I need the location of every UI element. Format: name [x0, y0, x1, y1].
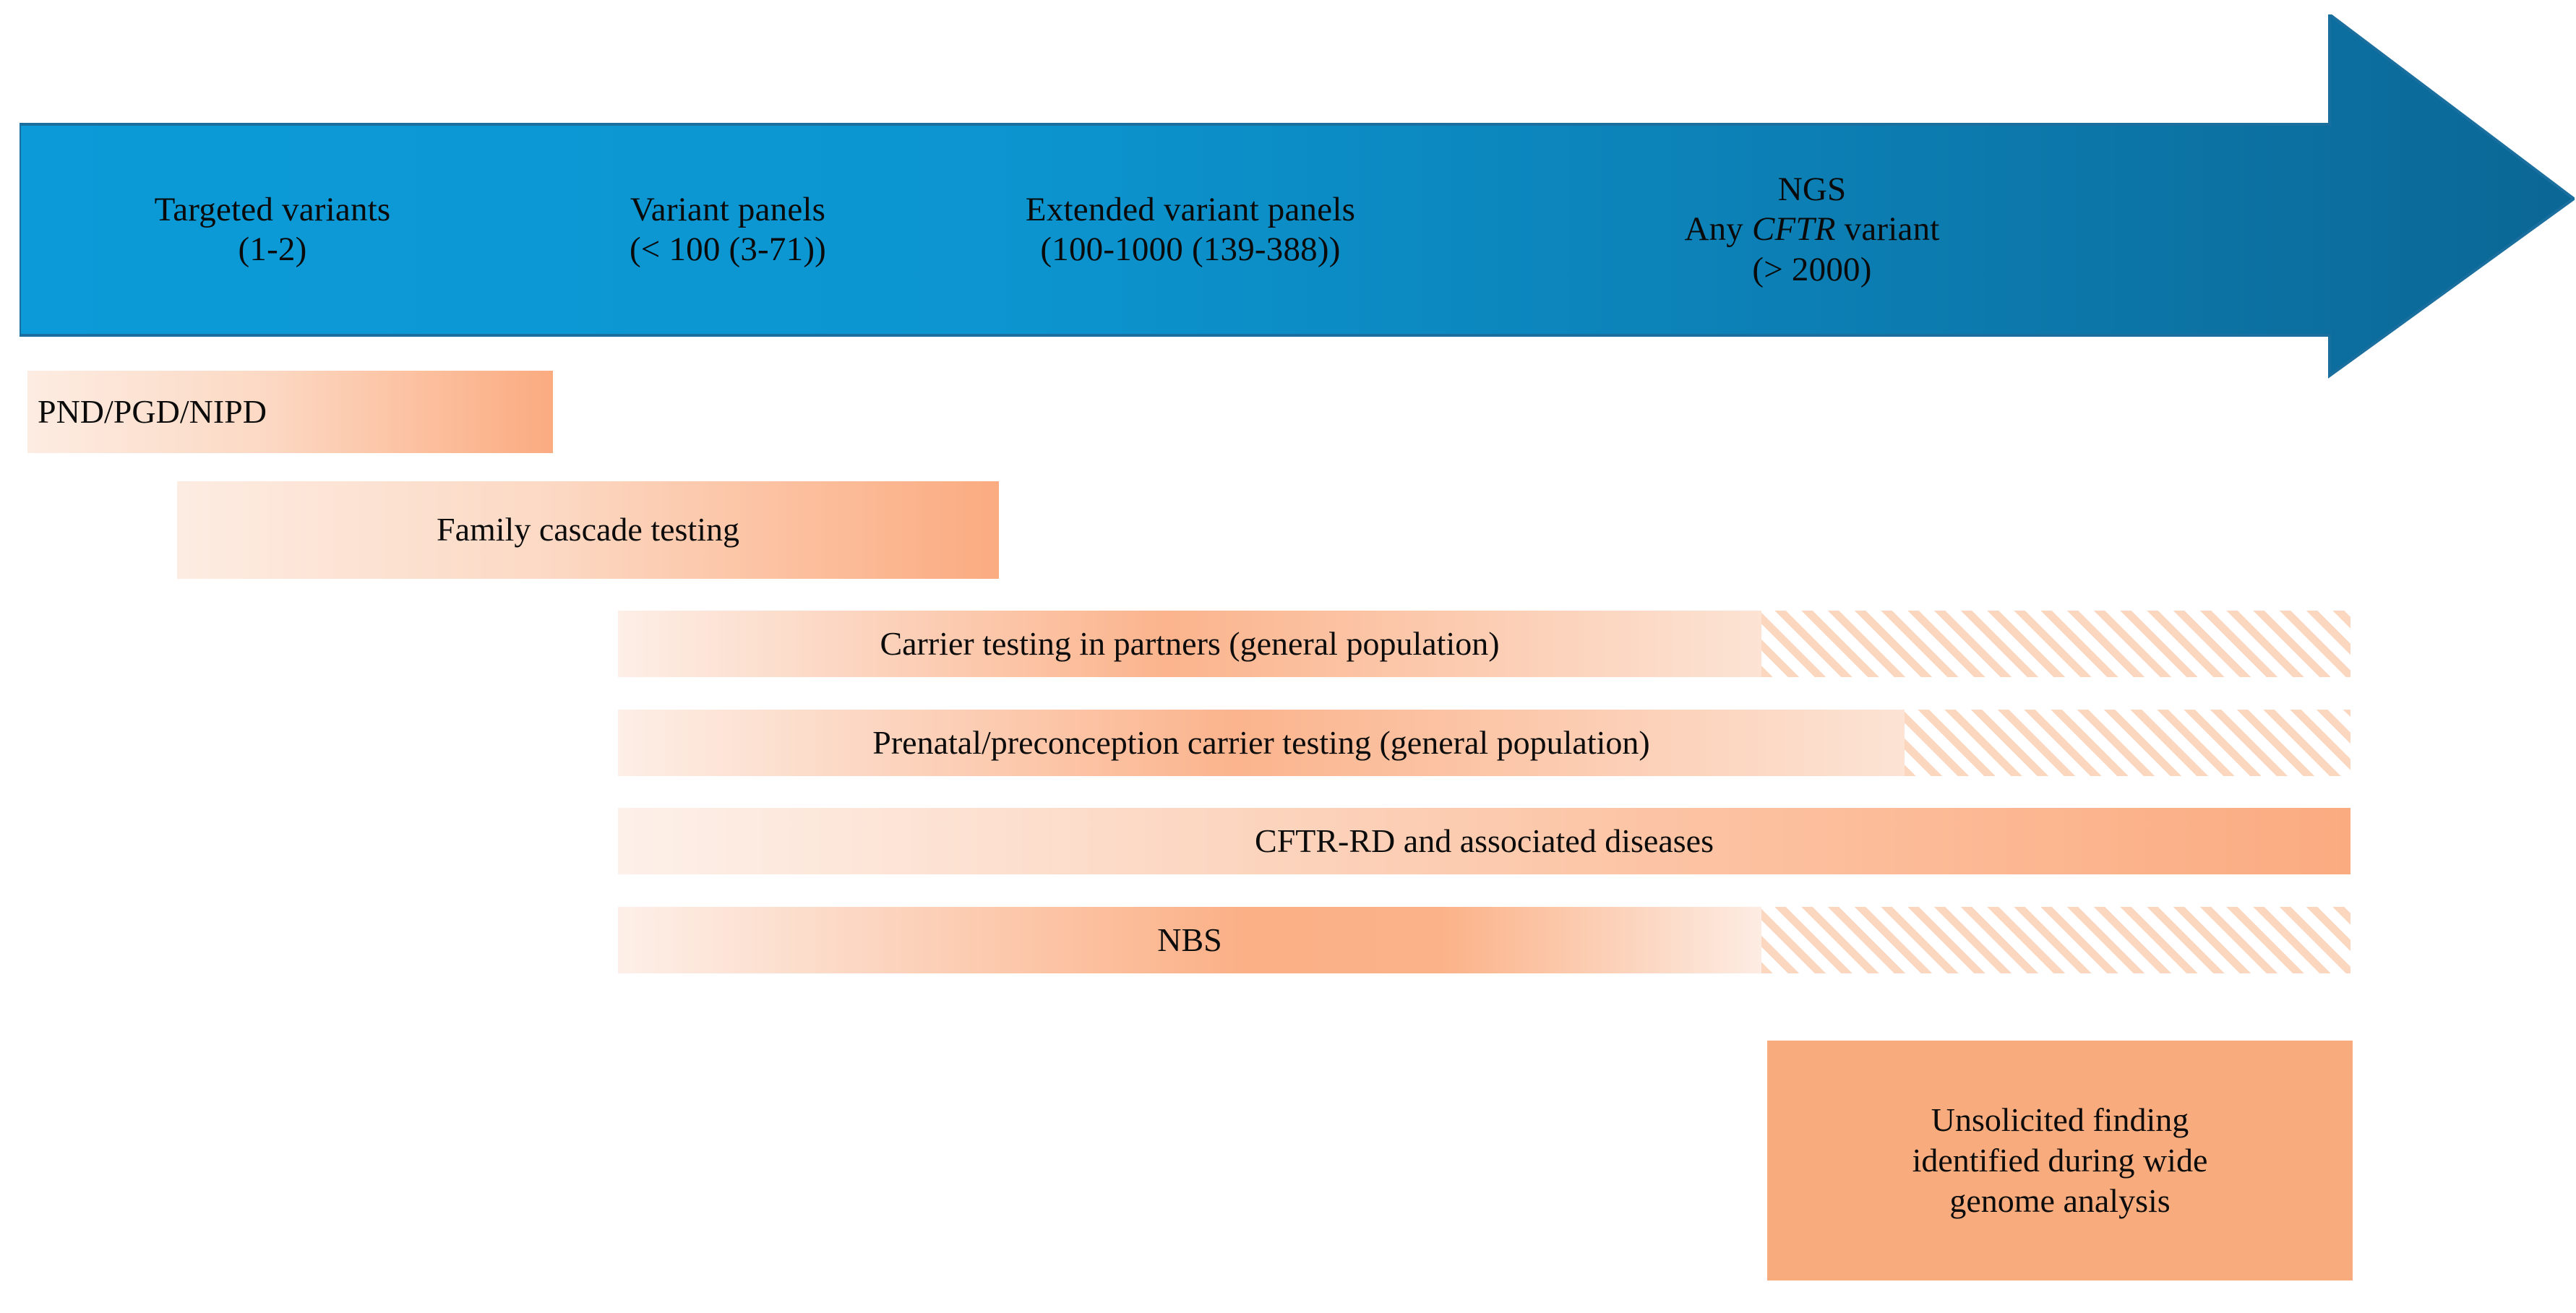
bar-solid-segment: Family cascade testing: [177, 481, 999, 579]
coverage-bar-cftr-rd-and-associated-diseases: CFTR-RD and associated diseases: [618, 808, 2350, 874]
coverage-bar-prenatal-preconception-carrier-testing: Prenatal/preconception carrier testing (…: [618, 710, 2350, 776]
arrow-polygon: [20, 14, 2575, 379]
bar-solid-segment: Carrier testing in partners (general pop…: [618, 611, 1761, 677]
bar-label-line-2: identified during wide: [1912, 1141, 2208, 1179]
coverage-bar-unsolicited-finding: Unsolicited finding identified during wi…: [1767, 1041, 2353, 1280]
bar-label: NBS: [1157, 921, 1222, 958]
arrow-svg: [20, 14, 2575, 379]
bar-solid-segment: NBS: [618, 907, 1761, 973]
bar-label: Prenatal/preconception carrier testing (…: [872, 723, 1650, 761]
bar-label: CFTR-RD and associated diseases: [1255, 822, 1714, 859]
bar-hatched-segment: [1905, 710, 2350, 776]
bar-label: Unsolicited finding identified during wi…: [1767, 1100, 2353, 1221]
bar-label-line-3: genome analysis: [1949, 1182, 2171, 1220]
bar-hatched-segment: [1761, 611, 2350, 677]
bar-solid-segment: Unsolicited finding identified during wi…: [1767, 1041, 2353, 1280]
coverage-bar-family-cascade-testing: Family cascade testing: [177, 481, 999, 579]
bar-label: Carrier testing in partners (general pop…: [880, 624, 1500, 662]
bar-solid-segment: CFTR-RD and associated diseases: [618, 808, 2350, 874]
bar-label: Family cascade testing: [437, 511, 739, 548]
bar-hatched-segment: [1761, 907, 2350, 973]
bar-label: PND/PGD/NIPD: [38, 392, 267, 430]
arrow-shape-container: [20, 14, 2575, 448]
bar-solid-segment: PND/PGD/NIPD: [27, 371, 553, 453]
coverage-bar-nbs: NBS: [618, 907, 2350, 973]
bar-solid-segment: Prenatal/preconception carrier testing (…: [618, 710, 1905, 776]
coverage-bar-pnd-pgd-nipd: PND/PGD/NIPD: [27, 371, 553, 453]
bar-label-line-1: Unsolicited finding: [1931, 1101, 2189, 1138]
coverage-bar-carrier-testing-in-partners: Carrier testing in partners (general pop…: [618, 611, 2350, 677]
